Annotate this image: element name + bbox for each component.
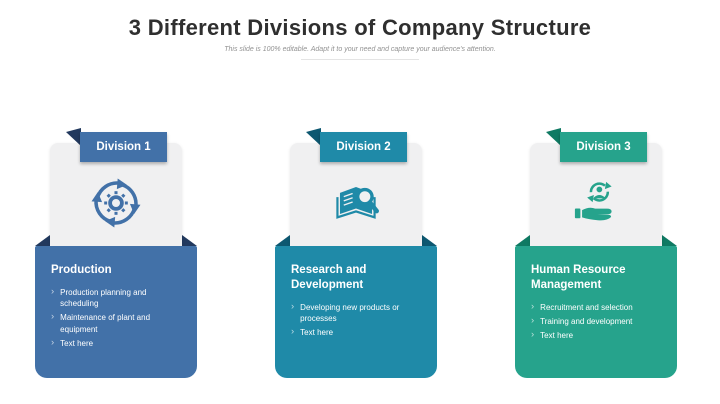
division-1-tab: Division 1 <box>80 132 167 162</box>
chevron-bullet-icon: › <box>51 311 55 323</box>
bullet-list: › Developing new products or processes › Te… <box>291 300 423 339</box>
division-2-tab: Division 2 <box>320 132 407 162</box>
bullet-item: › Text here <box>531 329 663 341</box>
bullet-text: Text here <box>300 328 334 338</box>
divider-line <box>301 59 419 60</box>
bullet-text: Recruitment and selection <box>540 302 633 312</box>
bullet-item: › Developing new products or processes <box>291 300 423 324</box>
hand-person-icon <box>569 176 623 230</box>
chevron-bullet-icon: › <box>51 336 55 348</box>
bullet-text: Maintenance of plant and equipment <box>60 313 151 334</box>
chevron-bullet-icon: › <box>531 300 535 312</box>
cards-row: Division 1 Production › Production planni… <box>0 128 720 384</box>
process-cycle-icon <box>89 176 143 230</box>
chevron-bullet-icon: › <box>291 300 295 312</box>
division-2-card: Division 2 Research and Development › Dev… <box>275 128 437 378</box>
division-3-card: Division 3 Human Resource Management › Re… <box>515 128 677 378</box>
bullet-list: › Production planning and scheduling › Main… <box>51 285 183 349</box>
bullet-item: › Production planning and scheduling <box>51 285 183 309</box>
card-fold-right <box>182 235 197 246</box>
card-fold-right <box>422 235 437 246</box>
chevron-bullet-icon: › <box>51 285 55 297</box>
chevron-bullet-icon: › <box>531 315 535 327</box>
division-1-card: Division 1 Production › Production planni… <box>35 128 197 378</box>
chevron-bullet-icon: › <box>531 329 535 341</box>
division-2-panel: Research and Development › Developing new… <box>275 246 437 378</box>
book-search-icon <box>329 176 383 230</box>
card-fold-left <box>275 235 290 246</box>
bullet-text: Text here <box>540 331 574 341</box>
card-fold-left <box>35 235 50 246</box>
division-3-tab: Division 3 <box>560 132 647 162</box>
bullet-text: Developing new products or processes <box>300 302 400 324</box>
page-subtitle: This slide is 100% editable. Adapt it to… <box>224 46 496 53</box>
bullet-list: › Recruitment and selection › Training and … <box>531 300 663 342</box>
page-title: 3 Different Divisions of Company Structu… <box>128 15 592 40</box>
bullet-text: Training and development <box>540 317 633 327</box>
division-3-panel: Human Resource Management › Recruitment a… <box>515 246 677 378</box>
chevron-bullet-icon: › <box>291 326 295 338</box>
panel-heading: Production <box>51 264 112 276</box>
card-fold-right <box>662 235 677 246</box>
bullet-item: › Maintenance of plant and equipment <box>51 311 183 334</box>
division-1-panel: Production › Production planning and sche… <box>35 246 197 378</box>
card-fold-left <box>515 235 530 246</box>
bullet-item: › Text here <box>51 336 183 349</box>
bullet-item: › Recruitment and selection <box>531 300 663 313</box>
panel-heading: Research and Development <box>291 264 367 291</box>
bullet-item: › Training and development <box>531 315 663 327</box>
bullet-text: Text here <box>60 338 94 348</box>
panel-heading: Human Resource Management <box>531 264 626 291</box>
bullet-text: Production planning and scheduling <box>60 287 147 309</box>
bullet-item: › Text here <box>291 326 423 338</box>
